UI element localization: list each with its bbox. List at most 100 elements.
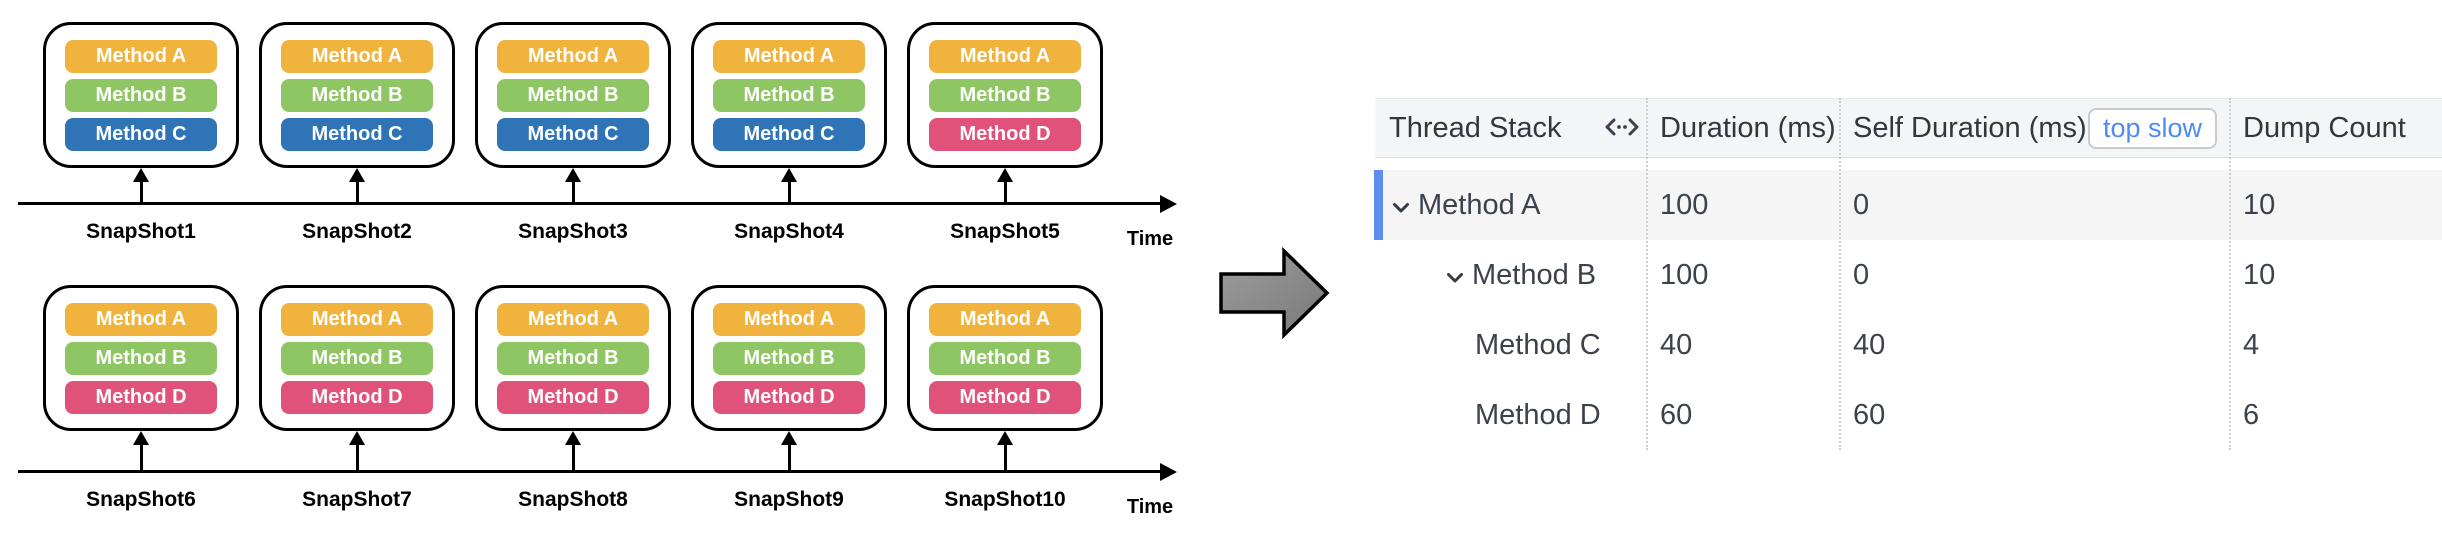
method-pill: Method D bbox=[929, 381, 1081, 414]
snapshot-box: Method A Method B Method D bbox=[475, 285, 671, 431]
snapshot-tick-arrow-icon bbox=[133, 168, 149, 182]
snapshot-tick-stem bbox=[571, 444, 575, 472]
method-pill: Method A bbox=[497, 303, 649, 336]
column-header-label: Thread Stack bbox=[1389, 111, 1562, 144]
method-pill: Method B bbox=[65, 79, 217, 112]
snapshot-tick-stem bbox=[139, 181, 143, 204]
snapshot-tick-arrow-icon bbox=[133, 431, 149, 445]
snapshot-tick-stem bbox=[787, 181, 791, 204]
time-axis-line bbox=[18, 470, 1160, 473]
snapshot-tick-stem bbox=[571, 181, 575, 204]
method-pill: Method C bbox=[281, 118, 433, 151]
snapshot-label: SnapShot5 bbox=[950, 220, 1060, 243]
method-pill: Method A bbox=[65, 303, 217, 336]
time-axis-label: Time bbox=[1126, 228, 1174, 250]
method-name: Method B bbox=[1472, 258, 1597, 291]
snapshot-tick-arrow-icon bbox=[349, 168, 365, 182]
snapshot-tick-stem bbox=[355, 181, 359, 204]
method-pill: Method D bbox=[929, 118, 1081, 151]
column-header-label: Self Duration (ms) bbox=[1853, 111, 2087, 144]
table-row[interactable]: Method B 100 0 10 bbox=[1375, 240, 2442, 310]
snapshot-label: SnapShot6 bbox=[86, 488, 196, 511]
table-row[interactable]: Method A 100 0 10 bbox=[1374, 170, 2442, 240]
snapshot-tick-arrow-icon bbox=[781, 168, 797, 182]
column-divider bbox=[1646, 98, 1648, 450]
snapshot-tick-arrow-icon bbox=[565, 168, 581, 182]
duration-cell: 60 bbox=[1660, 398, 1693, 431]
dump-count-cell: 6 bbox=[2243, 398, 2260, 431]
method-pill: Method B bbox=[281, 342, 433, 375]
thread-stack-cell: Method B bbox=[1375, 259, 1646, 292]
snapshot-label: SnapShot10 bbox=[944, 488, 1066, 511]
self-duration-cell: 40 bbox=[1853, 328, 1886, 361]
snapshot-tick-arrow-icon bbox=[781, 431, 797, 445]
snapshot-label: SnapShot4 bbox=[734, 220, 844, 243]
method-pill: Method D bbox=[497, 381, 649, 414]
time-axis-label: Time bbox=[1126, 496, 1174, 518]
snapshot-label: SnapShot7 bbox=[302, 488, 412, 511]
chevron-down-icon[interactable] bbox=[1392, 189, 1410, 222]
duration-cell: 100 bbox=[1660, 188, 1709, 221]
method-pill: Method A bbox=[65, 40, 217, 73]
column-header-self-duration[interactable]: Self Duration (ms)top slow bbox=[1839, 107, 2229, 149]
snapshot-box: Method A Method B Method D bbox=[907, 22, 1103, 168]
snapshot-label: SnapShot9 bbox=[734, 488, 844, 511]
transform-arrow-icon bbox=[1219, 246, 1330, 340]
column-divider bbox=[2229, 98, 2231, 450]
method-pill: Method A bbox=[929, 40, 1081, 73]
method-pill: Method A bbox=[713, 303, 865, 336]
thread-stack-cell: Method D bbox=[1375, 399, 1646, 432]
column-resize-icon[interactable] bbox=[1604, 112, 1640, 145]
snapshot-tick-arrow-icon bbox=[349, 431, 365, 445]
time-axis-arrowhead-icon bbox=[1160, 463, 1177, 481]
snapshot-label: SnapShot1 bbox=[86, 220, 196, 243]
method-name: Method C bbox=[1475, 328, 1601, 361]
snapshot-tick-arrow-icon bbox=[997, 168, 1013, 182]
self-duration-cell: 0 bbox=[1853, 258, 1870, 291]
column-header-thread-stack[interactable]: Thread Stack bbox=[1375, 112, 1646, 145]
method-pill: Method B bbox=[713, 79, 865, 112]
duration-cell: 100 bbox=[1660, 258, 1709, 291]
method-pill: Method C bbox=[713, 118, 865, 151]
snapshot-box: Method A Method B Method C bbox=[691, 22, 887, 168]
method-pill: Method B bbox=[713, 342, 865, 375]
snapshot-tick-stem bbox=[139, 444, 143, 472]
column-header-dump-count[interactable]: Dump Count bbox=[2243, 111, 2406, 144]
method-pill: Method B bbox=[65, 342, 217, 375]
method-pill: Method B bbox=[497, 342, 649, 375]
thread-stack-cell: Method A bbox=[1375, 189, 1646, 222]
snapshot-tick-arrow-icon bbox=[997, 431, 1013, 445]
method-pill: Method B bbox=[497, 79, 649, 112]
snapshot-tick-stem bbox=[355, 444, 359, 472]
method-pill: Method B bbox=[929, 79, 1081, 112]
selected-row-indicator bbox=[1374, 170, 1383, 240]
column-header-duration[interactable]: Duration (ms) bbox=[1660, 111, 1836, 144]
snapshot-box: Method A Method B Method D bbox=[691, 285, 887, 431]
snapshot-tick-stem bbox=[1003, 181, 1007, 204]
dump-count-cell: 10 bbox=[2243, 258, 2276, 291]
time-axis-line bbox=[18, 202, 1160, 205]
method-pill: Method A bbox=[713, 40, 865, 73]
method-pill: Method A bbox=[497, 40, 649, 73]
method-pill: Method A bbox=[281, 303, 433, 336]
snapshot-tick-stem bbox=[1003, 444, 1007, 472]
table-row[interactable]: Method D 60 60 6 bbox=[1375, 380, 2442, 450]
top-slow-button[interactable]: top slow bbox=[2087, 107, 2217, 149]
dump-count-cell: 10 bbox=[2243, 188, 2276, 221]
method-pill: Method A bbox=[929, 303, 1081, 336]
self-duration-cell: 0 bbox=[1853, 188, 1870, 221]
method-pill: Method A bbox=[281, 40, 433, 73]
column-divider bbox=[1839, 98, 1841, 450]
method-pill: Method B bbox=[281, 79, 433, 112]
chevron-down-icon[interactable] bbox=[1446, 259, 1464, 292]
method-pill: Method D bbox=[65, 381, 217, 414]
self-duration-cell: 60 bbox=[1853, 398, 1886, 431]
method-pill: Method D bbox=[713, 381, 865, 414]
